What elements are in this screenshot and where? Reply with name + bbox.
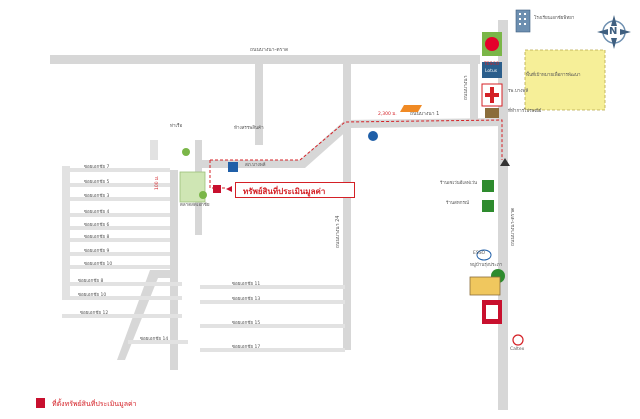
subject-arrow-icon [226,186,232,192]
soi-label: ซอยเอกชัย 4 [84,210,110,215]
soi-lane [70,238,170,242]
soi-lane [70,197,170,201]
subject-marker [213,185,221,193]
soi-label: ซอยเอกชัย 8 [84,235,110,240]
place-label: พื้นที่เป้าหมายเพื่อการพัฒนา [526,73,581,78]
place-label: ห้างสรรพสินค้า [234,126,264,131]
soi-label: ซอยเอกชัย 10 [78,293,107,298]
place-label: ที่ทำการไปรษณีย์ [508,109,542,114]
soi-label: ซอยเอกชัย 8 [78,279,104,284]
shop-icon [482,180,494,192]
soi-lane [70,183,170,187]
road-label-lotus: ถนนบางนา [463,75,469,100]
caltex-logo-icon [512,334,524,346]
road-label-vertical-center: ถนนบางนา 24 [335,215,341,248]
road-vertical-left [255,60,263,145]
soi-lane-right [200,300,345,304]
soi-lanes [62,140,345,352]
soi-lane [70,168,170,172]
soi-vertical [62,166,70,296]
soi-lane-right [200,285,345,289]
soi-label: ซอยเอกชัย 7 [84,165,110,170]
place-label: ESSO [473,251,486,256]
road-top [50,55,480,64]
school-building-icon [515,9,531,33]
gas-station-logo-icon [400,105,422,112]
legend-swatch [36,398,45,408]
soi-label: ซอยเอกชัย 15 [232,321,261,326]
soi-label: ซอยเอกชัย 17 [232,345,261,350]
lotus-label: Lotus [485,69,498,74]
tree-icon [199,191,207,199]
north-compass-icon: N [596,14,632,50]
place-label: ตลาดสดเอกชัย [180,203,210,208]
esso-logo-icon [476,249,492,261]
soi-label: ซอยเอกชัย 10 [84,262,113,267]
road-label-mid: ถนนบางนา 1 [410,111,440,117]
distance-label-short: 100 ม. [155,175,160,190]
bank-icon [482,200,494,212]
soi-vertical-short [150,140,158,160]
route-line [210,119,503,161]
place-label: หมู่บ้านรุ่งประภา [470,263,503,268]
soi-lane [62,296,182,300]
red-building-window-icon [486,305,498,319]
place-label: สภ.บางพลี [245,163,266,168]
route-arrow-icon [500,158,510,166]
tesco-label: TESCO [484,62,500,67]
soi-label: ซอยเอกชัย 6 [84,223,110,228]
soi-lane [70,226,170,230]
soi-lane [62,314,182,318]
place-label: ร้านสหกรณ์ [446,201,470,206]
soi-lane [128,340,188,344]
place-label: โรงเรียนเอกชัยพิทยา [534,16,575,21]
soi-label: ซอยเอกชัย 11 [232,282,261,287]
lotus-logo-icon [482,62,502,78]
shell-mark-icon [485,37,499,51]
soi-label: ซอยเอกชัย 14 [140,337,169,342]
target-area [524,49,606,111]
soi-lane-right [200,348,345,352]
govt-building-icon [485,108,499,118]
road-label-right: ถนนบางนา-ตราด [510,207,516,246]
soi-lane [70,252,170,256]
distance-label: 2,300 ม. [378,112,397,117]
soi-lane-right [200,324,345,328]
road-right-vertical [498,20,508,410]
place-label: ท่าเรือ [170,124,183,129]
subject-callout [235,182,355,198]
compass-letter: N [609,26,618,37]
soi-label: ซอยเอกชัย 3 [84,194,110,199]
hospital-cross-icon [485,93,499,97]
soi-lane [62,282,182,286]
tree-icon [182,148,190,156]
police-station-icon [228,162,238,172]
subject-label: ทรัพย์สินที่ประเมินมูลค่า [243,187,326,196]
ptt-drop-icon [368,131,378,141]
building-windows-icon [519,13,526,25]
road-vertical-center [343,60,351,350]
road-label-top: ถนนบางนา-ตราด [250,47,289,53]
soi-label: ซอยเอกชัย 13 [232,297,261,302]
soi-lane [70,213,170,217]
road-soi-diagonal [117,270,178,360]
soi-label: ซอยเอกชัย 12 [80,311,109,316]
place-label: ร้านเซเว่นอีเลฟเว่น [440,181,478,186]
village-house-icon [469,276,501,296]
soi-label: ซอยเอกชัย 5 [84,180,110,185]
legend-text: ที่ตั้งทรัพย์สินที่ประเมินมูลค่า [52,400,137,408]
caltex-label: Caltex [510,347,525,352]
soi-label: ซอยเอกชัย 9 [84,249,110,254]
soi-lane [70,265,170,269]
road-vertical-lotus [470,60,478,120]
place-label: รพ.บางพลี [508,89,529,94]
